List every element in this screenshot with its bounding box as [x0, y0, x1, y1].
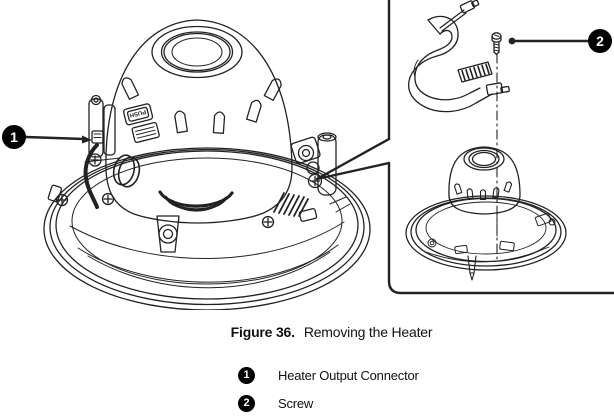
- figure-caption-label: Figure 36.: [230, 324, 295, 340]
- heater-removal-illustration: PUSH: [24, 0, 614, 310]
- legend-1-label: Heater Output Connector: [278, 368, 419, 383]
- camera-dome: PUSH: [105, 19, 293, 224]
- push-label: PUSH: [129, 108, 147, 118]
- bracket-cable: [439, 0, 480, 32]
- heater-screw-installed: [307, 173, 323, 189]
- heater-output-connector: [91, 130, 104, 144]
- left-screw: [88, 153, 102, 167]
- heater-bracket: [407, 0, 510, 113]
- heater-fins: [273, 192, 309, 217]
- magnifier-frame: [315, 0, 614, 295]
- callout-1-leader: [24, 135, 92, 144]
- figure-caption-title: Removing the Heater: [303, 324, 433, 340]
- push-tab: PUSH: [123, 103, 160, 144]
- callout-2-badge: 2: [588, 29, 612, 53]
- base-screw-far-left: [55, 193, 69, 207]
- right-post-assembly: [290, 132, 337, 223]
- figure-legend: 1 Heater Output Connector 2 Screw: [238, 367, 419, 412]
- legend-item-heater-output-connector: 1 Heater Output Connector: [238, 367, 419, 384]
- bracket-rib-block: [457, 61, 493, 83]
- legend-2-badge: 2: [238, 395, 255, 412]
- dome-vent-slots: [121, 77, 282, 134]
- figure-caption: Figure 36. Removing the Heater: [49, 324, 614, 340]
- lens-barrel: [158, 190, 234, 212]
- legend-1-badge: 1: [238, 367, 255, 384]
- callout-2-leader: [508, 37, 590, 45]
- legend-item-screw: 2 Screw: [238, 395, 419, 412]
- callout-1-badge: 1: [2, 125, 26, 149]
- coiled-wire: [112, 154, 141, 188]
- camera-base: [43, 147, 371, 310]
- mini-vent-slots: [453, 181, 513, 201]
- base-screw-right: [261, 215, 275, 229]
- mini-camera: [405, 146, 567, 281]
- heater-cable-assembly: [83, 94, 141, 209]
- legend-2-label: Screw: [278, 396, 314, 411]
